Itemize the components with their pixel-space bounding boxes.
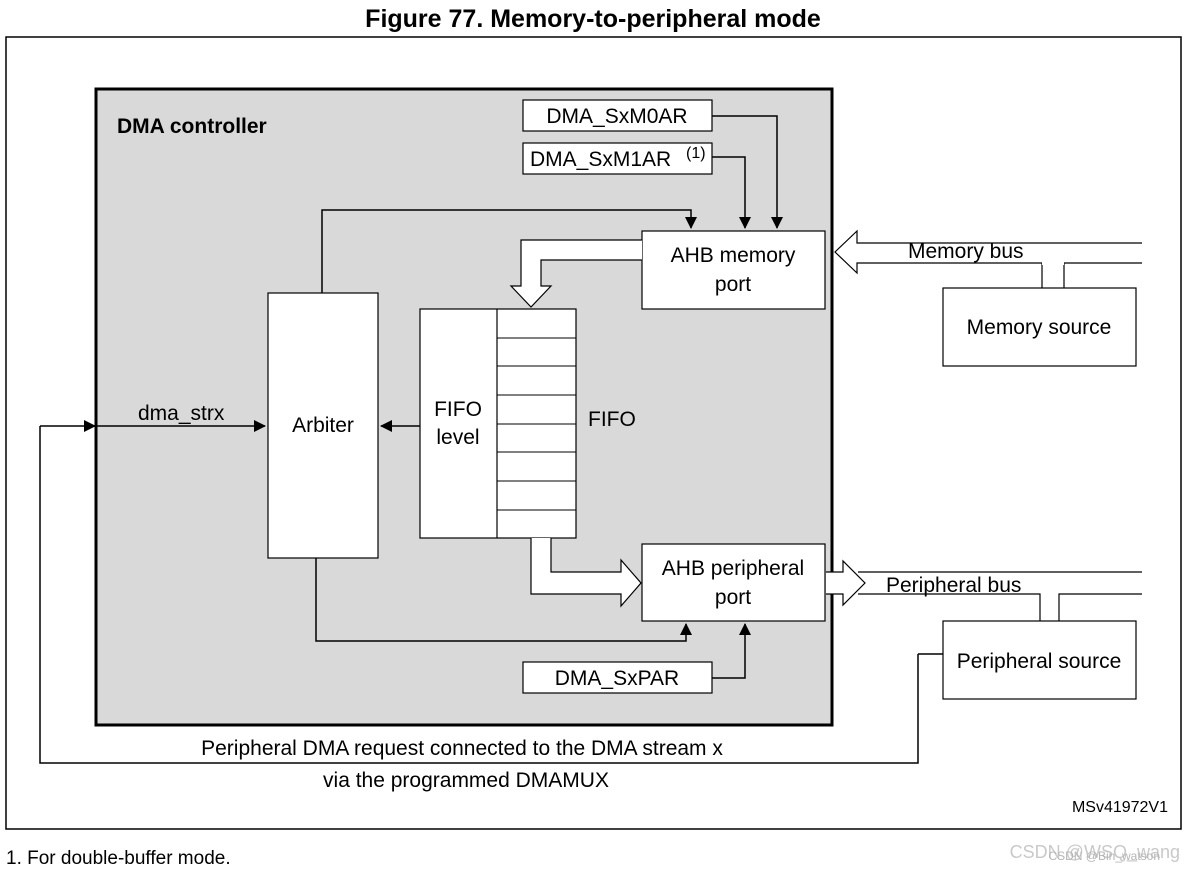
- watermark: CSDN @WSQ_wang: [1010, 842, 1180, 863]
- dma-strx-label: dma_strx: [138, 402, 225, 425]
- arbiter-block: [267, 292, 379, 559]
- dma-sxm0ar-register: [522, 99, 713, 132]
- fifo-level-label-2: level: [436, 426, 479, 449]
- arbiter-to-memory-port-arrow: [321, 209, 697, 293]
- dma-sxm1ar-label: DMA_SxM1AR: [530, 148, 671, 171]
- ahb-peripheral-port-label-1: AHB peripheral: [662, 557, 804, 580]
- dma-sxm1ar-register: [522, 142, 713, 175]
- fifo-to-peripheral-port-arrow: [530, 538, 642, 608]
- memory-port-to-fifo-arrow: [509, 239, 642, 308]
- figure-id: MSv41972V1: [1072, 799, 1168, 816]
- fifo-level-label-1: FIFO: [434, 398, 482, 421]
- memory-bus-taps: [1041, 263, 1065, 288]
- peripheral-bus-arrow: [826, 559, 866, 607]
- dma-sxpar-register: [522, 661, 713, 694]
- peripheral-source-label: Peripheral source: [957, 650, 1122, 673]
- watermark-overlay: CSDN @Bin_watson: [1048, 849, 1160, 863]
- fifo-cells: [497, 337, 576, 511]
- ahb-memory-port-label-1: AHB memory: [671, 244, 796, 267]
- dma-controller-label: DMA controller: [117, 115, 267, 138]
- dma-strx-entry-arrowhead: [84, 420, 96, 432]
- memory-bus-arrow: [834, 229, 1142, 275]
- memory-source-block: [942, 287, 1137, 367]
- dma-sxpar-label: DMA_SxPAR: [555, 667, 679, 690]
- dma-sxm1ar-footnote-ref: (1): [686, 145, 706, 162]
- par-to-peripheral-port-arrow: [712, 623, 751, 679]
- m1ar-to-memory-port-arrow: [712, 156, 751, 229]
- ahb-peripheral-port-label-2: port: [715, 586, 751, 609]
- figure-title: Figure 77. Memory-to-peripheral mode: [365, 5, 821, 33]
- m0ar-to-memory-port-arrow: [712, 115, 783, 229]
- peripheral-request-line: [39, 426, 943, 764]
- outer-frame: [5, 36, 1182, 830]
- memory-bus-label: Memory bus: [908, 240, 1024, 263]
- arbiter-label: Arbiter: [292, 414, 354, 437]
- dma-sxm0ar-label: DMA_SxM0AR: [546, 105, 687, 128]
- ahb-peripheral-port: [641, 543, 826, 622]
- request-label-line-1: Peripheral DMA request connected to the …: [201, 737, 723, 760]
- peripheral-source-block: [942, 620, 1137, 700]
- memory-source-label: Memory source: [967, 316, 1112, 339]
- request-label-line-2: via the programmed DMAMUX: [323, 769, 609, 792]
- fifo-label: FIFO: [588, 408, 636, 431]
- peripheral-bus-label: Peripheral bus: [886, 574, 1021, 597]
- ahb-memory-port: [641, 230, 826, 310]
- footnote: 1. For double-buffer mode.: [6, 848, 231, 869]
- arbiter-to-peripheral-port-arrow: [315, 558, 692, 642]
- ahb-memory-port-label-2: port: [715, 273, 751, 296]
- peripheral-bus-lines: [858, 571, 1142, 621]
